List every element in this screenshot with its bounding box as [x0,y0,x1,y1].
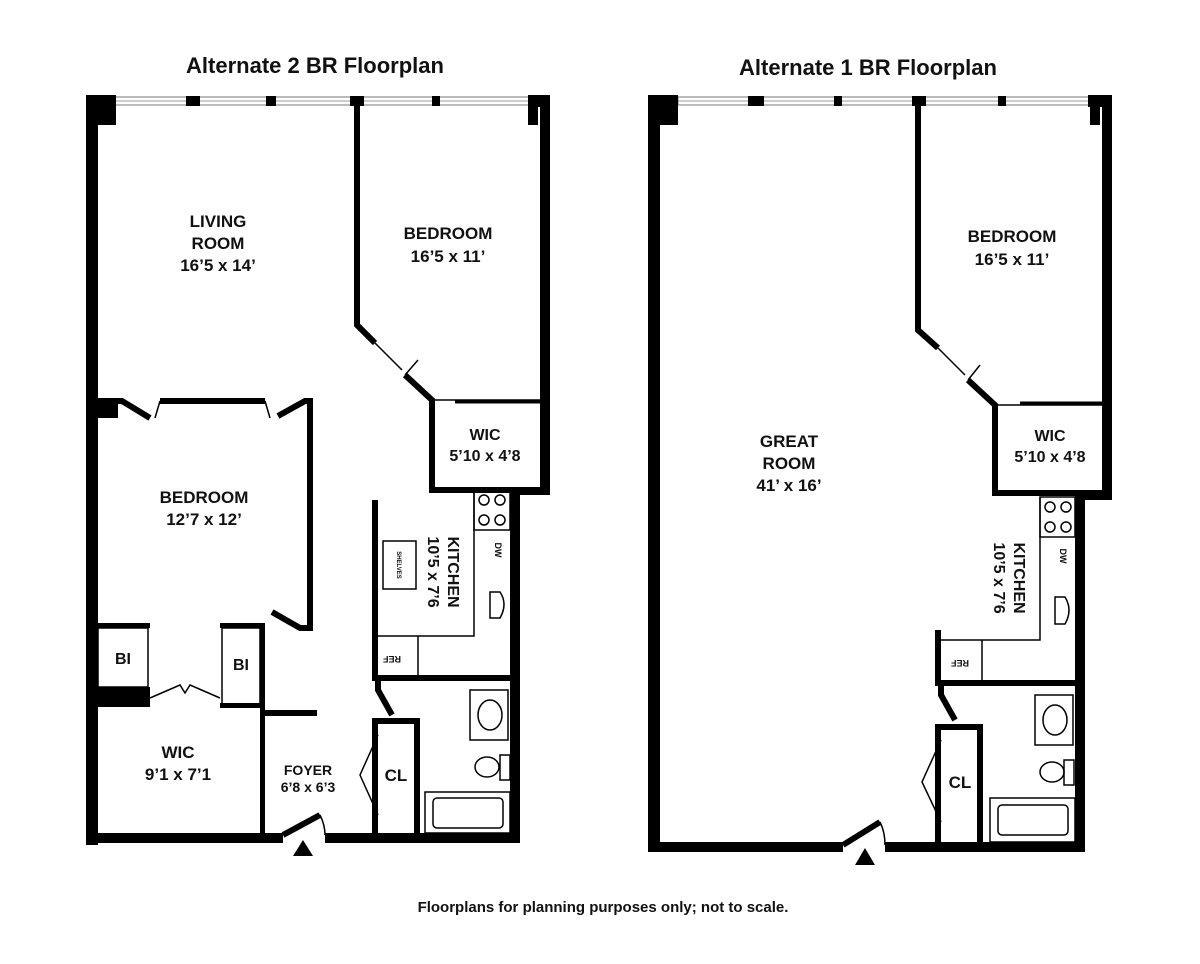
kitchen-label: KITCHEN [444,536,461,607]
footnote: Floorplans for planning purposes only; n… [418,899,789,916]
outer-walls [86,95,550,845]
refrigerator-label: REF [382,654,401,664]
dishwasher-label: DW [1058,549,1068,564]
foyer-size: 6’8 x 6’3 [281,779,336,795]
living-room-label: LIVING [190,212,247,231]
built-in-label: BI [233,657,249,674]
wic-label: WIC [161,743,194,762]
bedroom-size: 16’5 x 11’ [975,250,1050,269]
entry-arrow-icon [293,840,313,856]
windows [677,96,1091,106]
interior-walls [97,100,545,856]
living-room-size: 16’5 x 14’ [180,256,256,275]
kitchen-size: 10’5 x 7’6 [990,542,1007,613]
bedroom-label: BEDROOM [968,227,1057,246]
closet-label: CL [385,766,408,785]
wic-size: 5’10 x 4’8 [449,448,520,465]
floorplan-1br: Alternate 1 BR Floorplan [648,55,1112,865]
great-room-label: ROOM [763,454,816,473]
bedroom-size: 12’7 x 12’ [166,510,242,529]
wic-size: 9’1 x 7’1 [145,765,211,784]
refrigerator-label: REF [950,658,969,668]
great-room-label: GREAT [760,432,819,451]
room-labels: LIVING ROOM 16’5 x 14’ BEDROOM 16’5 x 11… [115,212,521,795]
kitchen-label: KITCHEN [1010,542,1027,613]
interior-walls [841,100,1105,865]
floorplan-2br: Alternate 2 BR Floorplan [86,53,550,856]
great-room-size: 41’ x 16’ [756,476,821,495]
foyer-label: FOYER [284,762,332,778]
plan-title: Alternate 1 BR Floorplan [739,55,997,80]
living-room-label: ROOM [192,234,245,253]
built-in-label: BI [115,651,131,668]
windows [114,96,531,106]
outer-walls [648,95,1112,852]
wic-label: WIC [1034,428,1066,445]
plan-title: Alternate 2 BR Floorplan [186,53,444,78]
closet-label: CL [949,773,972,792]
room-labels: GREAT ROOM 41’ x 16’ BEDROOM 16’5 x 11’ … [756,227,1085,792]
bedroom-label: BEDROOM [160,488,249,507]
bedroom-size: 16’5 x 11’ [411,247,486,266]
wic-label: WIC [469,427,501,444]
wic-size: 5’10 x 4’8 [1014,449,1085,466]
shelves-label: SHELVES [395,551,401,579]
entry-arrow-icon [855,848,875,865]
kitchen-size: 10’5 x 7’6 [424,536,441,607]
dishwasher-label: DW [493,543,503,558]
bedroom-label: BEDROOM [404,224,493,243]
